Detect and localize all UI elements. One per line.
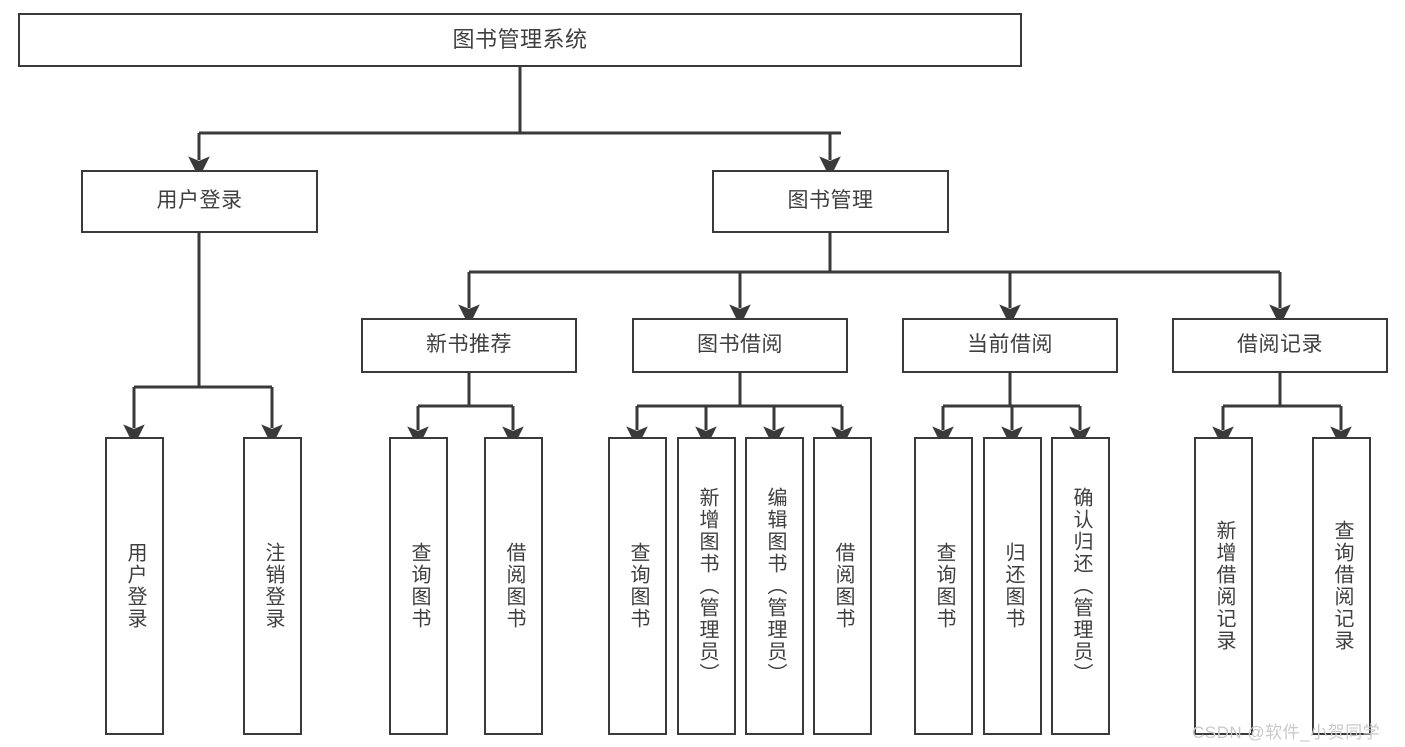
leaf-borrow-borrow-book-label: 借阅图书	[832, 542, 854, 630]
leaf-user-login-logout-label: 注销登录	[262, 542, 284, 630]
node-root[interactable]: 图书管理系统	[18, 13, 1022, 67]
leaf-records-add-record-label: 新增借阅记录	[1213, 520, 1235, 652]
leaf-borrow-query-book-label: 查询图书	[627, 542, 649, 630]
leaf-user-login-login-label: 用户登录	[124, 542, 146, 630]
leaf-current-confirm-return[interactable]: 确认归还（管理员）	[1051, 437, 1110, 735]
node-root-label: 图书管理系统	[452, 27, 588, 53]
leaf-borrow-query-book[interactable]: 查询图书	[608, 437, 667, 735]
leaf-records-query-record[interactable]: 查询借阅记录	[1312, 437, 1371, 735]
leaf-current-query-book[interactable]: 查询图书	[914, 437, 973, 735]
leaf-records-query-record-label: 查询借阅记录	[1331, 520, 1353, 652]
node-current-borrow-label: 当前借阅	[967, 333, 1053, 357]
leaf-user-login-logout[interactable]: 注销登录	[243, 437, 302, 735]
node-book-management-label: 图书管理	[787, 189, 874, 213]
leaf-current-return-book-label: 归还图书	[1002, 542, 1024, 630]
node-user-login-label: 用户登录	[156, 189, 243, 213]
leaf-borrow-add-book[interactable]: 新增图书（管理员）	[677, 437, 736, 735]
leaf-new-book-query[interactable]: 查询图书	[389, 437, 448, 735]
leaf-new-book-query-label: 查询图书	[408, 542, 430, 630]
leaf-new-book-borrow-label: 借阅图书	[503, 542, 525, 630]
node-book-borrow[interactable]: 图书借阅	[632, 318, 848, 373]
node-borrow-records-label: 借阅记录	[1237, 333, 1323, 357]
node-new-book-recommend-label: 新书推荐	[426, 333, 512, 357]
leaf-user-login-login[interactable]: 用户登录	[105, 437, 164, 735]
leaf-borrow-add-book-label: 新增图书（管理员）	[696, 487, 718, 685]
leaf-new-book-borrow[interactable]: 借阅图书	[484, 437, 543, 735]
leaf-borrow-edit-book-label: 编辑图书（管理员）	[764, 487, 786, 685]
leaf-borrow-borrow-book[interactable]: 借阅图书	[813, 437, 872, 735]
node-borrow-records[interactable]: 借阅记录	[1172, 318, 1388, 373]
node-new-book-recommend[interactable]: 新书推荐	[361, 318, 577, 373]
leaf-borrow-edit-book[interactable]: 编辑图书（管理员）	[745, 437, 804, 735]
leaf-current-return-book[interactable]: 归还图书	[983, 437, 1042, 735]
leaf-current-confirm-return-label: 确认归还（管理员）	[1070, 487, 1092, 685]
node-book-management[interactable]: 图书管理	[712, 170, 949, 233]
node-user-login[interactable]: 用户登录	[81, 170, 318, 233]
node-book-borrow-label: 图书借阅	[697, 333, 783, 357]
node-current-borrow[interactable]: 当前借阅	[902, 318, 1118, 373]
leaf-records-add-record[interactable]: 新增借阅记录	[1194, 437, 1253, 735]
leaf-current-query-book-label: 查询图书	[933, 542, 955, 630]
